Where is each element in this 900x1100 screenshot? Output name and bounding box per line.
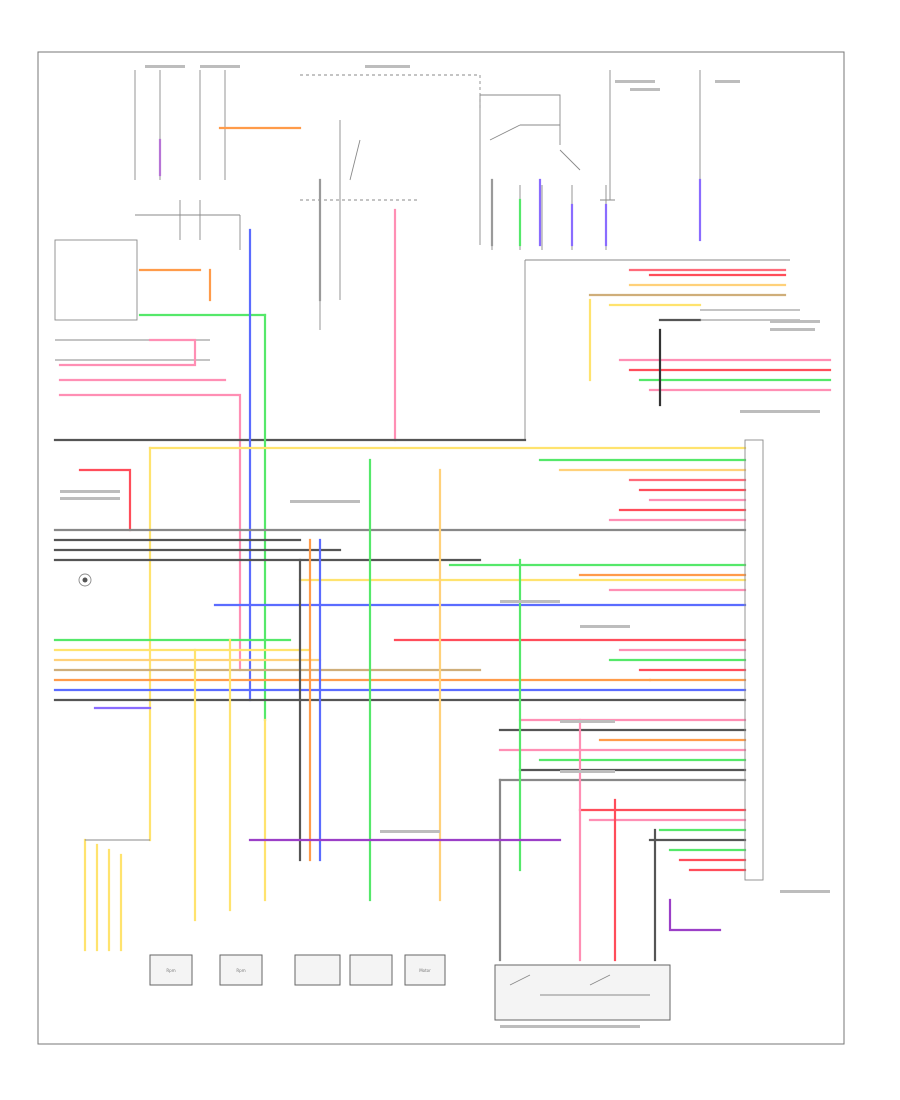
faint-labels [60,65,830,1028]
top-harness [54,70,701,361]
diagram-border [37,51,845,1045]
main-bus [53,446,747,842]
sensor-bundle [83,838,150,952]
component-box-3 [294,954,341,986]
component-box-6 [494,964,671,1021]
lower-right-wires [498,718,747,872]
component-label-1: Rpm [166,968,175,973]
component-box-1 [149,954,193,986]
right-upper-harness [524,259,832,440]
component-label-5: Motor [419,968,431,973]
left-connector-lines [53,638,747,710]
vertical-droppers [193,458,722,962]
left-mid-wires [53,228,527,722]
wire-orange-2 [138,268,212,302]
component-box-4 [349,954,393,986]
top-wires [138,126,702,442]
component-box-2 [219,954,263,986]
ground-switch [78,573,92,587]
component-label-2: Rpm [236,968,245,973]
bottom-components: Rpm Rpm Motor [149,954,671,1021]
component-box-5 [404,954,446,986]
ecm-connector [744,439,764,881]
